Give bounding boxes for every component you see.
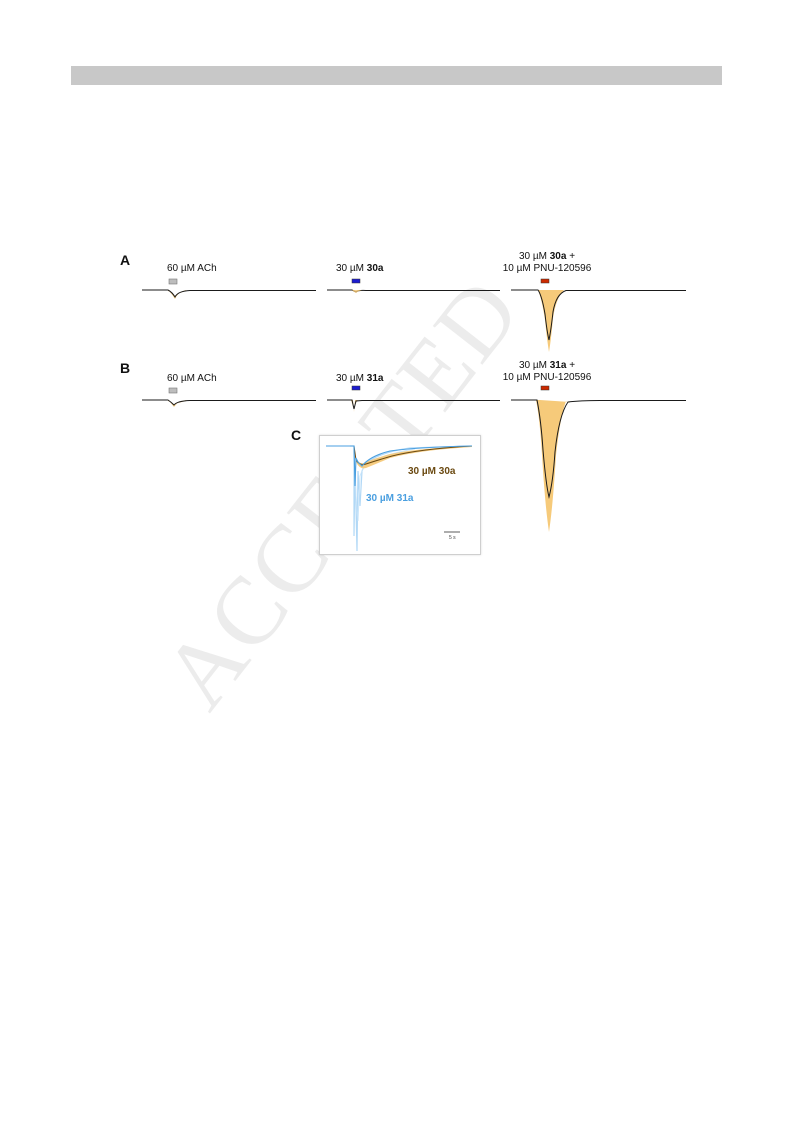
panel-b-ach-trace xyxy=(142,399,316,406)
panel-c-scale-label: 5 s xyxy=(449,535,456,541)
panel-letter-b: B xyxy=(120,360,131,376)
panel-b-mid-label: 30 µM 31a xyxy=(336,373,384,384)
panel-a-combo-marker xyxy=(540,278,550,284)
panel-c-30a-band xyxy=(354,446,472,469)
panel-b-ach-marker xyxy=(168,387,178,394)
panel-a-combo-band xyxy=(538,290,564,352)
panel-a-ach-label: 60 µM ACh xyxy=(167,263,217,274)
panel-c-31a-trace xyxy=(326,445,473,487)
panel-c-traces xyxy=(326,445,473,552)
header-bar xyxy=(71,66,722,85)
panel-letter-c: C xyxy=(291,427,302,443)
panel-c-30a-label: 30 µM 30a xyxy=(408,466,456,477)
panel-c-inset: 30 µM 30a 30 µM 31a 5 s xyxy=(319,435,481,555)
panel-b-compound-marker xyxy=(351,385,361,391)
panel-b-combo-marker xyxy=(540,385,550,391)
panel-a-ach-trace xyxy=(142,289,316,299)
panel-a-right-label-line2: 10 µM PNU-120596 xyxy=(502,263,592,274)
trace-figure xyxy=(142,278,686,532)
panel-a-mid-label: 30 µM 30a xyxy=(336,263,384,274)
panel-a-compound-band xyxy=(352,290,362,293)
panel-b-right-label-line1: 30 µM 31a + xyxy=(518,360,576,371)
panel-b-combo-trace xyxy=(511,399,686,498)
panel-b-combo-band xyxy=(536,400,570,532)
panel-a-combo-trace xyxy=(511,289,686,341)
panel-b-compound-trace xyxy=(327,399,500,410)
panel-c-31a-label: 30 µM 31a xyxy=(366,493,414,504)
panel-a-ach-marker xyxy=(168,278,178,285)
panel-b-right-label-line2: 10 µM PNU-120596 xyxy=(502,372,592,383)
panel-a-compound-marker xyxy=(351,278,361,284)
panel-b-ach-label: 60 µM ACh xyxy=(167,373,217,384)
panel-letter-a: A xyxy=(120,252,131,268)
panel-a-right-label-line1: 30 µM 30a + xyxy=(518,251,576,262)
